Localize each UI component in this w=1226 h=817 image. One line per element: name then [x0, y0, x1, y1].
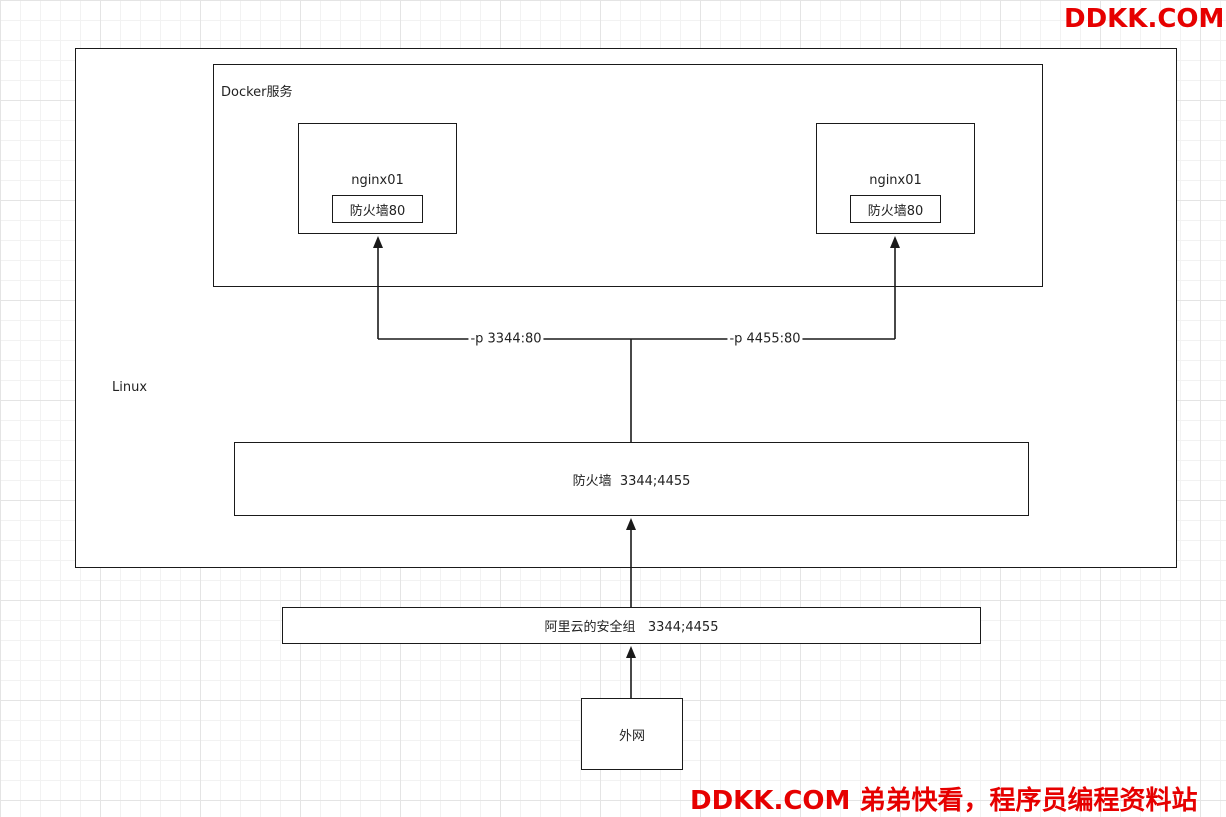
docker-service-label: Docker服务	[221, 85, 293, 100]
external-network-box: 外网	[581, 698, 683, 770]
watermark-top: DDKK.COM	[1064, 4, 1225, 34]
arrowhead-security-group	[626, 646, 636, 658]
linux-label: Linux	[112, 380, 148, 395]
container-firewall-left: 防火墙80	[332, 195, 423, 223]
port-mapping-label-left: -p 3344:80	[468, 331, 544, 347]
arrowhead-right-container	[890, 236, 900, 248]
container-firewall-right: 防火墙80	[850, 195, 941, 223]
container-name-right: nginx01	[869, 172, 922, 188]
aliyun-security-group-box: 阿里云的安全组 3344;4455	[282, 607, 981, 644]
port-mapping-label-right: -p 4455:80	[727, 331, 803, 347]
arrowhead-left-container	[373, 236, 383, 248]
arrowhead-linux-firewall	[626, 518, 636, 530]
container-name-left: nginx01	[351, 172, 404, 188]
watermark-bottom: DDKK.COM 弟弟快看，程序员编程资料站	[690, 786, 1198, 816]
linux-firewall-box: 防火墙 3344;4455	[234, 442, 1029, 516]
